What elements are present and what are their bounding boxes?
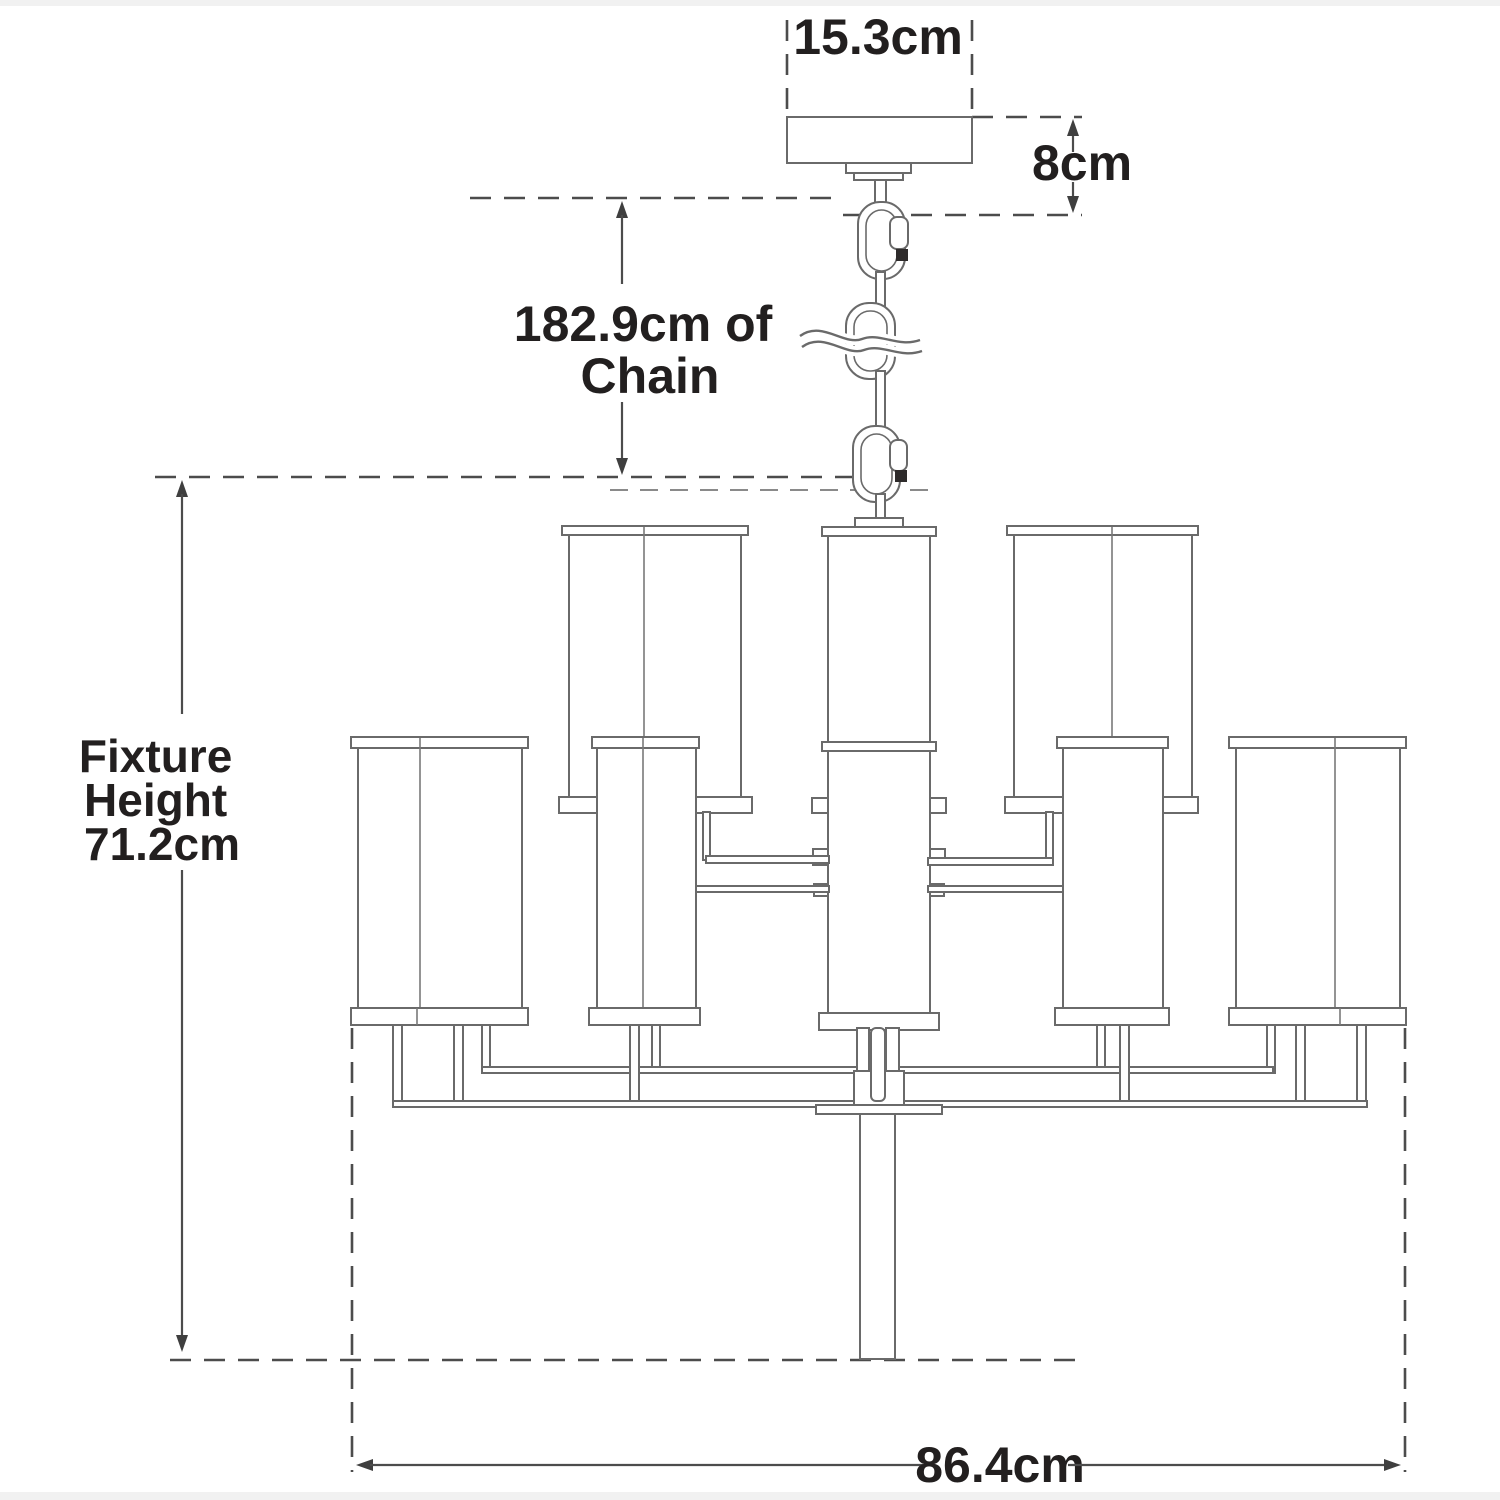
column-upper-shade bbox=[827, 535, 931, 743]
shade-body bbox=[357, 747, 523, 1009]
canopy-plate bbox=[786, 116, 973, 164]
hanging-chain bbox=[797, 201, 924, 528]
canopy-height-label: 8cm bbox=[1032, 135, 1132, 191]
lower-shade-far-left bbox=[350, 736, 529, 1026]
front-drop-5 bbox=[1295, 1024, 1306, 1108]
arrow-down-icon bbox=[176, 1335, 188, 1352]
front-drop-1 bbox=[392, 1024, 403, 1108]
back-drop-far-left bbox=[481, 1024, 491, 1074]
shade-top-rim bbox=[1006, 525, 1199, 536]
arrow-down-icon bbox=[616, 458, 628, 475]
fixture-width-label: 86.4cm bbox=[915, 1437, 1085, 1493]
shade-top-rim bbox=[561, 525, 749, 536]
back-holder-tab-right bbox=[928, 797, 947, 814]
page-top-strip bbox=[0, 0, 1500, 6]
back-drop-mid-left bbox=[651, 1024, 661, 1074]
center-stem-right bbox=[885, 1027, 900, 1075]
column-top-plate bbox=[854, 517, 904, 528]
chain-clip-bottom-screw bbox=[895, 470, 907, 482]
back-drop-mid-right bbox=[1096, 1024, 1106, 1074]
chain-length-label: 182.9cm of Chain bbox=[514, 296, 786, 404]
fixture-height-label: Fixture Height 71.2cm bbox=[79, 730, 245, 870]
lower-shade-mid-left bbox=[588, 736, 701, 1026]
front-drop-4 bbox=[1119, 1024, 1130, 1108]
lower-shade-mid-right bbox=[1054, 736, 1170, 1026]
dim-fixture-width: 86.4cm bbox=[350, 1028, 1407, 1493]
center-column bbox=[811, 517, 947, 1031]
dim-fixture-height: Fixture Height 71.2cm bbox=[79, 480, 1075, 1362]
chain-length-line1: 182.9cm of bbox=[514, 296, 773, 352]
arrow-up-icon bbox=[616, 201, 628, 218]
shade-top-rim bbox=[350, 736, 529, 749]
arrow-up-icon bbox=[1067, 119, 1079, 136]
canopy-width-label: 15.3cm bbox=[793, 9, 963, 65]
chain-clip-top-screw bbox=[896, 249, 908, 261]
shade-holder bbox=[1228, 1007, 1407, 1026]
arrow-right-icon bbox=[1384, 1459, 1401, 1471]
chain-length-line2: Chain bbox=[581, 348, 720, 404]
canopy-step-upper bbox=[845, 162, 912, 174]
column-mid-band bbox=[821, 741, 937, 752]
upper-arm-right-drop bbox=[1045, 811, 1054, 863]
shade-body bbox=[1235, 747, 1401, 1009]
ceiling-canopy bbox=[786, 116, 973, 207]
shade-top-rim bbox=[1228, 736, 1407, 749]
arrow-up-icon bbox=[176, 480, 188, 497]
shade-holder bbox=[1054, 1007, 1170, 1026]
center-stem-left bbox=[856, 1027, 870, 1075]
canopy-step-lower bbox=[853, 172, 904, 181]
upper-arm-left-bar bbox=[705, 855, 830, 864]
front-drop-3 bbox=[629, 1024, 640, 1108]
shade-body bbox=[596, 747, 697, 1009]
fixture-height-line2: Height bbox=[84, 774, 227, 826]
chain-clip-bottom bbox=[889, 439, 908, 472]
hub-plate bbox=[815, 1104, 943, 1115]
chain-break-mark bbox=[797, 325, 924, 359]
arrow-left-icon bbox=[356, 1459, 373, 1471]
back-drop-far-right bbox=[1266, 1024, 1276, 1074]
upper-arm-right-bar bbox=[927, 857, 1054, 866]
break-line-2 bbox=[801, 340, 923, 355]
dim-chain-length: 182.9cm of Chain bbox=[155, 196, 930, 491]
fixture-height-line1: Fixture bbox=[79, 730, 232, 782]
lower-shade-far-right bbox=[1228, 736, 1407, 1026]
column-lower-shade bbox=[827, 750, 931, 1014]
column-top-rim bbox=[821, 526, 937, 537]
arrow-down-icon bbox=[1067, 196, 1079, 213]
dim-canopy-height: 8cm bbox=[843, 115, 1132, 217]
back-arm-right-bar bbox=[927, 885, 1066, 893]
dim-canopy-width: 15.3cm bbox=[785, 9, 974, 113]
shade-top-rim bbox=[591, 736, 700, 749]
shade-body bbox=[1062, 747, 1164, 1009]
shade-holder bbox=[350, 1007, 529, 1026]
center-candle bbox=[870, 1027, 886, 1102]
shade-holder bbox=[588, 1007, 701, 1026]
front-drop-6 bbox=[1356, 1024, 1367, 1108]
fixture-height-line3: 71.2cm bbox=[84, 818, 240, 870]
page-bottom-strip bbox=[0, 1492, 1500, 1500]
back-holder-tab-left bbox=[811, 797, 830, 814]
upper-arm-left-drop bbox=[702, 811, 711, 861]
back-arm-left-bar bbox=[694, 885, 830, 893]
shade-top-rim bbox=[1056, 736, 1169, 749]
lower-arm-assembly bbox=[392, 1024, 1368, 1360]
front-drop-2 bbox=[453, 1024, 464, 1108]
bottom-stem bbox=[859, 1113, 896, 1360]
break-line-1 bbox=[799, 329, 921, 344]
chain-clip-top bbox=[889, 216, 909, 250]
